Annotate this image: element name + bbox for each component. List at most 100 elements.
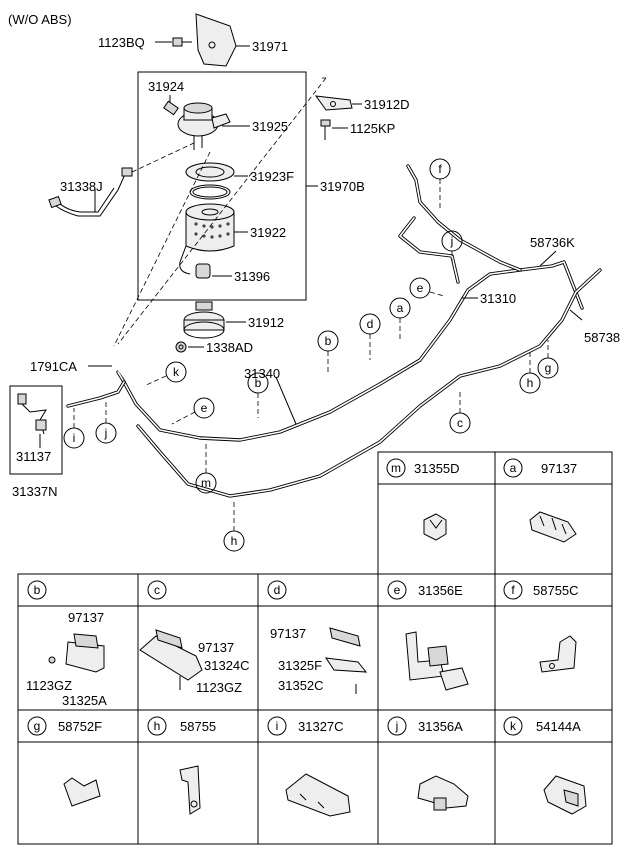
legend-cell-j: j 31356A	[387, 716, 469, 811]
bracket-31912d-part	[314, 95, 353, 111]
svg-text:31356A: 31356A	[418, 719, 463, 734]
svg-text:e: e	[201, 401, 208, 415]
callout-1123bq: 1123BQ	[98, 35, 145, 50]
svg-text:g: g	[34, 719, 41, 733]
clip-marker-a: a	[389, 297, 411, 340]
svg-text:j: j	[450, 234, 454, 248]
svg-text:a: a	[397, 301, 404, 315]
svg-text:h: h	[527, 376, 534, 390]
fuel-filter-cartridge-part	[179, 203, 235, 263]
svg-text:e: e	[394, 583, 401, 597]
clip-marker-m: m	[195, 442, 217, 494]
svg-text:d: d	[367, 317, 374, 331]
callout-31971: 31971	[252, 39, 288, 54]
svg-text:f: f	[511, 583, 515, 597]
legend-cell-a: a 97137	[503, 458, 577, 543]
legend-cell-h: h 58755	[147, 716, 216, 815]
clip-marker-b-lower: b	[247, 372, 269, 418]
clip-marker-e-upper: e	[409, 277, 445, 299]
callout-31922: 31922	[250, 225, 286, 240]
callout-31337n: 31337N	[12, 484, 58, 499]
svg-text:i: i	[73, 431, 76, 445]
svg-text:31355D: 31355D	[414, 461, 460, 476]
fuel-line-31340	[136, 268, 602, 498]
callout-1338ad: 1338AD	[206, 340, 253, 355]
clip-marker-c: c	[449, 392, 471, 434]
harness-31338j-part	[48, 141, 197, 217]
svg-text:h: h	[154, 719, 161, 733]
bolt-1338ad-part	[175, 341, 187, 353]
svg-text:97137: 97137	[270, 626, 306, 641]
sensor-31137-part	[17, 393, 47, 435]
clip-marker-h-lower: h	[223, 500, 245, 552]
svg-text:k: k	[173, 365, 180, 379]
return-line-upper	[398, 164, 522, 284]
legend-cell-d: d 97137 31325F 31352C	[267, 580, 368, 694]
callout-31912: 31912	[248, 315, 284, 330]
water-sensor-31396-part	[179, 261, 211, 279]
clip-marker-k: k	[143, 361, 187, 387]
band-31912-part	[183, 301, 225, 339]
svg-text:f: f	[438, 162, 442, 176]
svg-text:b: b	[255, 376, 262, 390]
clip-marker-j-upper: j	[441, 230, 463, 262]
legend-cell-k: k 54144A	[503, 716, 587, 815]
clip-marker-j-lower: j	[95, 400, 117, 444]
legend-cell-g: g 58752F	[27, 716, 102, 807]
callout-31970b: 31970B	[320, 179, 365, 194]
svg-text:k: k	[510, 719, 517, 733]
svg-text:m: m	[391, 461, 401, 475]
callout-31925: 31925	[252, 119, 288, 134]
clip-marker-d: d	[359, 313, 381, 360]
clip-marker-b-upper: b	[317, 330, 339, 374]
svg-text:97137: 97137	[198, 640, 234, 655]
svg-text:j: j	[104, 426, 108, 440]
svg-text:c: c	[457, 416, 463, 430]
svg-text:31352C: 31352C	[278, 678, 324, 693]
svg-text:g: g	[545, 361, 552, 375]
svg-text:c: c	[154, 583, 160, 597]
fuel-line-31310	[116, 260, 584, 442]
svg-text:1123GZ: 1123GZ	[26, 678, 72, 693]
fuel-line-left	[66, 380, 126, 408]
svg-text:e: e	[417, 281, 424, 295]
svg-text:b: b	[34, 583, 41, 597]
svg-text:h: h	[231, 534, 238, 548]
callout-31137: 31137	[16, 449, 51, 464]
callout-31923f: 31923F	[250, 169, 294, 184]
seal-31923f-part	[185, 162, 235, 182]
svg-text:1123GZ: 1123GZ	[196, 680, 242, 695]
svg-text:31325A: 31325A	[62, 693, 107, 708]
svg-text:i: i	[276, 719, 279, 733]
callout-31924: 31924	[148, 79, 184, 94]
legend-main-frame	[17, 573, 613, 845]
filter-bracket-part	[195, 13, 237, 67]
callout-58738a: 58738A	[584, 330, 620, 345]
svg-text:d: d	[274, 583, 281, 597]
clip-marker-g: g	[537, 340, 559, 379]
svg-text:97137: 97137	[68, 610, 104, 625]
hose-1791ca-part	[110, 345, 126, 377]
svg-text:31324C: 31324C	[204, 658, 250, 673]
callout-58736k: 58736K	[530, 235, 575, 250]
clip-marker-f: f	[429, 158, 451, 210]
legend-cell-b: b 97137 1123GZ 31325A	[26, 580, 107, 708]
sensor-31924-part	[163, 100, 179, 116]
callout-1791ca: 1791CA	[30, 359, 77, 374]
bolt-1125kp-part	[320, 119, 331, 140]
callout-31912d: 31912D	[364, 97, 410, 112]
callout-31396: 31396	[234, 269, 270, 284]
svg-text:58752F: 58752F	[58, 719, 102, 734]
svg-text:97137: 97137	[541, 461, 577, 476]
legend-cell-e: e 31356E	[387, 580, 469, 691]
bolt-1123bq-part	[172, 37, 192, 47]
svg-text:58755C: 58755C	[533, 583, 579, 598]
filter-head-part	[177, 102, 231, 150]
svg-text:54144A: 54144A	[536, 719, 581, 734]
callout-31338j: 31338J	[60, 179, 103, 194]
callout-1125kp: 1125KP	[350, 121, 395, 136]
svg-text:31327C: 31327C	[298, 719, 344, 734]
callout-31310: 31310	[480, 291, 516, 306]
clip-marker-i: i	[63, 408, 85, 449]
